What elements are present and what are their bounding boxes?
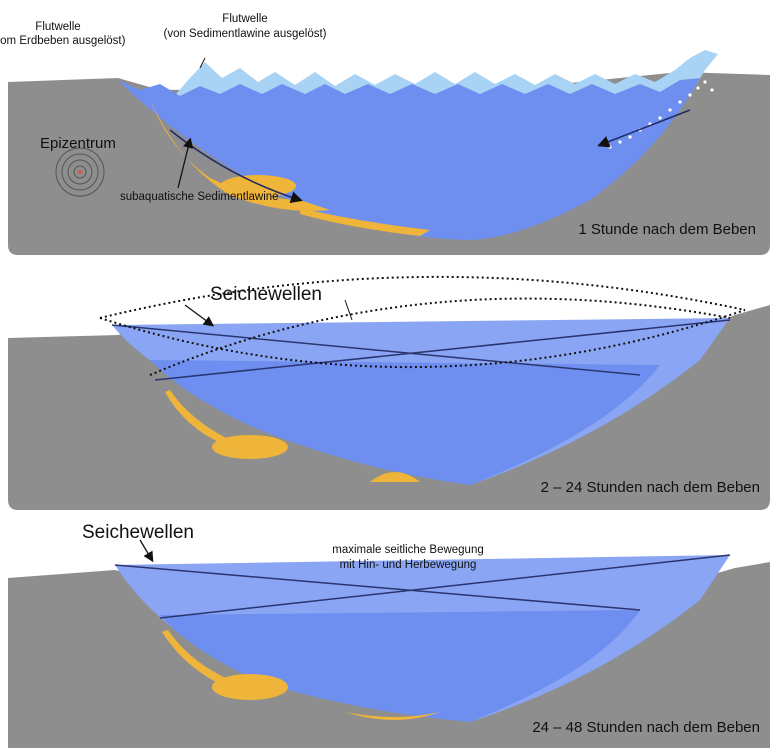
panel-1-water <box>118 78 700 240</box>
panel-2-seiche-label: Seichewellen <box>210 284 322 305</box>
panel-2-sediment-bottom <box>370 472 420 482</box>
panel-3: Seichewellen maximale seitliche Bewegung… <box>8 522 770 748</box>
panel-2-seiche-dotted-3 <box>99 309 746 368</box>
panel-1-epicenter-rings <box>55 147 105 197</box>
flood-wave-slide-label-1: Flutwelle <box>222 13 267 25</box>
panel-3-seiche-line-1 <box>114 564 641 611</box>
panel-2-sediment-deposit <box>212 435 288 459</box>
panel-2-label-arrow-1 <box>184 304 215 327</box>
panel-2-seiche-solid-2 <box>154 319 731 381</box>
panel-3-caption: 24 – 48 Stunden nach dem Beben <box>532 719 760 736</box>
epicenter-point-icon <box>78 170 82 174</box>
flood-wave-slide-label-2: (von Sedimentlawine ausgelöst) <box>163 28 326 40</box>
panel-3-seiche-line-2 <box>159 554 731 619</box>
panel-3-water <box>160 610 640 722</box>
panel-2-seiche-dotted-1 <box>99 275 746 319</box>
panel-1-sediment-bottom <box>300 208 430 236</box>
panel-3-sediment-slope <box>162 630 230 686</box>
panel-1-sediment-dots <box>608 80 714 149</box>
panel-2-sediment-slope <box>165 390 230 445</box>
panel-2-seiche-solid-1 <box>111 324 641 376</box>
panel-3-seiche-label: Seichewellen <box>82 522 194 543</box>
max-motion-label-1: maximale seitliche Bewegung <box>332 544 484 556</box>
flood-wave-quake-label-2: (vom Erdbeben ausgelöst) <box>0 35 126 47</box>
panel-2-seiche-dotted-2 <box>149 297 731 376</box>
panel-2-label-arrow-2 <box>344 299 353 321</box>
max-motion-label-2: mit Hin- und Herbewegung <box>340 559 477 571</box>
panel-2-caption: 2 – 24 Stunden nach dem Beben <box>541 479 760 496</box>
panel-1-label-arrow <box>177 137 194 189</box>
panel-1-slide-wave-arrow <box>199 57 206 69</box>
panel-1-right-slide-arrow <box>597 109 691 148</box>
panel-1-caption: 1 Stunde nach dem Beben <box>578 221 756 238</box>
panel-3-label-arrow <box>139 539 154 563</box>
flood-wave-quake-label-1: Flutwelle <box>35 21 80 33</box>
panel-3-sediment-deposit <box>212 674 288 700</box>
epicenter-label: Epizentrum <box>40 135 116 152</box>
panel-2-water <box>150 360 660 485</box>
subaqueous-slide-label: subaquatische Sedimentlawine <box>120 191 279 203</box>
panel-3-sediment-bottom <box>345 712 440 720</box>
panel-1: Flutwelle (vom Erdbeben ausgelöst) Flutw… <box>0 13 770 255</box>
panel-2: Seichewellen 2 – 24 Stunden nach dem Beb… <box>8 275 770 510</box>
